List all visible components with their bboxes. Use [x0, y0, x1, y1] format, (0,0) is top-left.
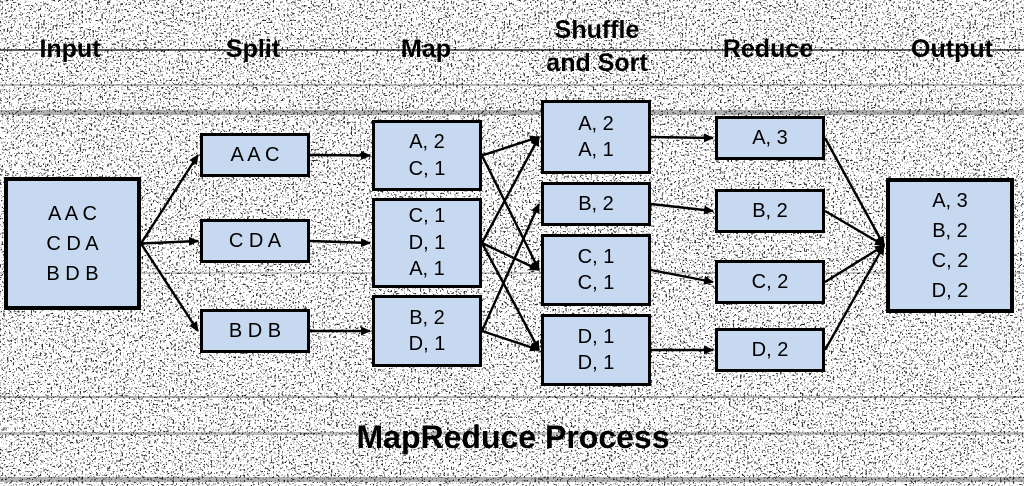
- box-line: C, 2: [931, 249, 969, 272]
- box-line: C D A: [46, 232, 99, 255]
- reduce-box-3: C, 2: [715, 260, 825, 304]
- box-line: A A C: [48, 202, 97, 225]
- split-box-1: A A C: [200, 133, 310, 177]
- connector-split2-to-map2: [309, 238, 371, 248]
- connector-map1-to-shuffle3: [480, 154, 541, 271]
- box-line: D, 1: [408, 333, 446, 355]
- reduce-box-2: B, 2: [715, 189, 825, 233]
- input-box: A A C C D A B D B: [4, 177, 141, 310]
- box-line: C D A: [228, 229, 282, 252]
- connector-map2-to-shuffle3: [481, 241, 540, 272]
- box-line: B D B: [46, 262, 99, 285]
- map-box-2: C, 1 D, 1 A, 1: [372, 198, 482, 288]
- box-line: A, 1: [409, 258, 445, 281]
- connector-shuffle2-to-reduce2: [650, 202, 714, 215]
- box-line: A, 3: [752, 126, 788, 149]
- column-header-shuffle: Shuffle and Sort: [546, 16, 648, 77]
- connector-map3-to-shuffle2: [480, 203, 541, 332]
- box-line: A, 2: [409, 131, 445, 154]
- box-line: A, 3: [932, 189, 968, 212]
- diagram-title: MapReduce Process: [356, 419, 670, 455]
- connector-reduce4-to-output: [823, 244, 886, 351]
- connector-map3-to-shuffle4: [481, 329, 540, 352]
- box-line: C, 2: [751, 270, 789, 293]
- box-line: A, 1: [578, 139, 614, 161]
- box-line: B D B: [228, 319, 282, 342]
- connector-map1-to-shuffle1: [481, 135, 540, 157]
- box-line: C, 1: [408, 205, 446, 228]
- box-line: C, 1: [577, 245, 615, 268]
- box-line: D, 2: [931, 279, 969, 302]
- map-box-3: B, 2 D, 1: [372, 295, 482, 367]
- output-box: A, 3 B, 2 C, 2 D, 2: [886, 178, 1014, 313]
- reduce-box-4: D, 2: [715, 328, 825, 372]
- box-line: C, 1: [408, 157, 446, 180]
- column-header-reduce: Reduce: [722, 35, 814, 63]
- box-line: B, 2: [752, 199, 788, 222]
- reduce-box-1: A, 3: [715, 116, 825, 160]
- connector-input-to-split1: [139, 154, 200, 245]
- split-box-2: C D A: [200, 219, 310, 263]
- box-line: D, 1: [408, 231, 446, 254]
- connector-shuffle1-to-reduce1: [650, 133, 714, 143]
- shuffle-box-2: B, 2: [541, 182, 651, 226]
- column-header-output: Output: [911, 35, 993, 63]
- box-line: B, 2: [409, 306, 445, 329]
- column-header-map: Map: [401, 35, 451, 63]
- shuffle-box-3: C, 1 C, 1: [541, 234, 651, 306]
- map-box-1: A, 2 C, 1: [372, 120, 482, 191]
- box-line: D, 2: [751, 338, 789, 361]
- connector-map2-to-shuffle1: [480, 136, 541, 244]
- connector-split1-to-map1: [309, 150, 371, 160]
- box-line: B, 2: [932, 219, 968, 242]
- connector-reduce1-to-output: [823, 137, 886, 247]
- box-line: A A C: [230, 143, 280, 166]
- connector-reduce2-to-output: [824, 209, 885, 247]
- connector-reduce3-to-output: [824, 244, 885, 284]
- split-box-3: B D B: [200, 309, 310, 353]
- column-header-input: Input: [39, 35, 101, 63]
- box-line: D, 1: [577, 325, 615, 348]
- noise-bands: [0, 84, 1024, 482]
- connector-shuffle3-to-reduce3: [650, 268, 714, 285]
- shuffle-box-1: A, 2 A, 1: [541, 100, 651, 174]
- connector-input-to-split2: [140, 236, 199, 246]
- box-line: C, 1: [577, 272, 615, 294]
- box-line: D, 1: [577, 352, 615, 374]
- box-line: A, 2: [578, 112, 614, 135]
- shuffle-box-4: D, 1 D, 1: [541, 314, 651, 386]
- connector-map2-to-shuffle4: [480, 242, 541, 351]
- box-line: B, 2: [578, 192, 614, 215]
- column-header-split: Split: [225, 35, 281, 63]
- connector-input-to-split3: [139, 242, 200, 332]
